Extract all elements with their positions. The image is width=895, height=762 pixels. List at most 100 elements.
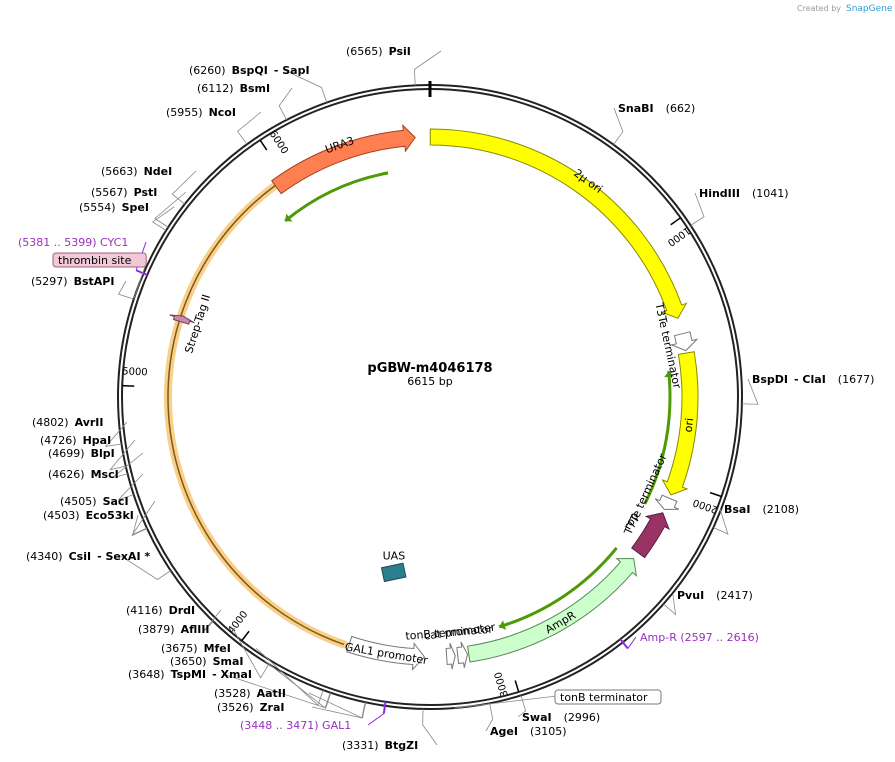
primer-label-1[interactable]: Amp-R (2597 .. 2616)	[640, 631, 759, 644]
site-leader-drdi	[201, 609, 222, 634]
site-extra: - ClaI	[794, 373, 826, 386]
feature-strep-tag-ii[interactable]	[169, 314, 195, 325]
feature-2-ori[interactable]	[429, 128, 688, 319]
feature-gal1-promoter[interactable]	[346, 635, 426, 671]
feature-t7te-terminator[interactable]	[654, 494, 680, 511]
feature-ori[interactable]	[661, 351, 699, 496]
site-bspqi[interactable]: (6260)BspQI- SapI	[189, 64, 310, 77]
site-name: CsiI	[69, 550, 91, 563]
site-leader-psti	[154, 191, 187, 228]
site-mfei[interactable]: (3675)MfeI	[161, 642, 231, 655]
feature-label-ori: ori	[682, 417, 696, 433]
boxed-label-thrombin-site[interactable]: thrombin site	[58, 254, 132, 267]
site-pos: (1677)	[838, 373, 875, 386]
site-eco53ki[interactable]: (4503)Eco53kI	[43, 509, 134, 522]
site-leader-bstapi	[117, 280, 134, 300]
site-leader-psii	[414, 50, 442, 86]
site-ndei[interactable]: (5663)NdeI	[101, 165, 172, 178]
site-psii[interactable]: (6565)PsiI	[346, 45, 411, 58]
snapgene-logo-text: SnapGene	[846, 4, 893, 14]
tick-2000	[709, 491, 722, 498]
tick-label-6000: 6000	[267, 129, 290, 156]
site-swai[interactable]: SwaI(2996)	[522, 711, 600, 724]
site-hindiii[interactable]: HindIII(1041)	[699, 187, 789, 200]
site-name: Eco53kI	[86, 509, 134, 522]
site-bsmi[interactable]: (6112)BsmI	[197, 82, 270, 95]
site-aatii[interactable]: (3528)AatII	[214, 687, 286, 700]
feature-highlights	[164, 137, 377, 649]
site-psti[interactable]: (5567)PstI	[91, 186, 157, 199]
site-zrai[interactable]: (3526)ZraI	[217, 701, 285, 714]
site-pos: (2996)	[564, 711, 601, 724]
site-pos: (662)	[666, 102, 696, 115]
site-drdi[interactable]: (4116)DrdI	[126, 604, 195, 617]
site-saci[interactable]: (4505)SacI	[60, 495, 129, 508]
primer-label-0[interactable]: (5381 .. 5399) CYC1	[18, 236, 128, 249]
site-afliii[interactable]: (3879) AflIII	[138, 623, 210, 636]
highlight-arc-0	[164, 137, 377, 649]
boxed-label-bg-tonb-terminator	[554, 689, 662, 705]
feature-ura3[interactable]	[271, 124, 416, 195]
site-leader-eco53ki	[131, 514, 148, 537]
feature-t3te-terminator[interactable]	[669, 331, 699, 352]
site-name: ZraI	[260, 701, 285, 714]
tick-3000	[514, 680, 520, 693]
site-leader-agei	[485, 703, 494, 732]
site-ncoi[interactable]: (5955) NcoI	[166, 106, 236, 119]
primer-mark-2	[382, 701, 387, 714]
primer-label-2[interactable]: (3448 .. 3471) GAL1	[240, 719, 351, 732]
site-pvui[interactable]: PvuI(2417)	[677, 589, 753, 602]
uas-label: UAS	[383, 549, 406, 562]
site-pos: (3650)	[170, 655, 207, 668]
site-pos: (1041)	[752, 187, 789, 200]
site-hpai[interactable]: (4726)HpaI	[40, 434, 111, 447]
site-name: BspDI	[752, 373, 788, 386]
boxed-label-tonb-terminator[interactable]: tonB terminator	[560, 691, 648, 704]
site-name: BstAPI	[74, 275, 115, 288]
site-msci[interactable]: (4626)MscI	[48, 468, 119, 481]
created-by-text: Created by	[797, 4, 841, 13]
plasmid-length: 6615 bp	[407, 375, 452, 388]
plasmid-name: pGBW-m4046178	[367, 361, 492, 376]
feature-ampr[interactable]	[466, 558, 638, 663]
site-extra: - XmaI	[212, 668, 252, 681]
site-snabi[interactable]: SnaBI(662)	[618, 102, 695, 115]
site-blpi[interactable]: (4699)BlpI	[48, 447, 115, 460]
site-pos: (3879)	[138, 623, 175, 636]
feature-rop[interactable]	[631, 512, 670, 559]
site-btgzi[interactable]: (3331)BtgZI	[342, 739, 418, 752]
site-smai[interactable]: (3650)SmaI	[170, 655, 243, 668]
feature-tonb-terminator[interactable]	[445, 642, 456, 670]
site-pos: (2108)	[762, 503, 799, 516]
site-bspdi[interactable]: BspDI - ClaI (1677)	[752, 373, 874, 386]
tick-label-5000: 5000	[122, 366, 148, 378]
tick-6000	[259, 139, 268, 151]
site-pos: (4505)	[60, 495, 97, 508]
site-pos: (4699)	[48, 447, 85, 460]
uas-box[interactable]	[380, 562, 407, 583]
site-bstapi[interactable]: (5297)BstAPI	[31, 275, 114, 288]
site-name: AvrII	[75, 416, 104, 429]
feature-cat-promoter[interactable]	[456, 641, 469, 668]
site-agei[interactable]: AgeI(3105)	[490, 725, 567, 738]
site-leader-bspqi	[283, 69, 328, 103]
site-labels: (6565)PsiI (6260)BspQI- SapI (6112)BsmI (59…	[18, 45, 874, 752]
site-name: PsiI	[389, 45, 411, 58]
site-csii[interactable]: (4340)CsiI- SexAI *	[26, 550, 150, 563]
site-pos: (5955)	[166, 106, 203, 119]
site-extra: - SexAI *	[97, 550, 150, 563]
site-leader-bspdi	[741, 378, 759, 405]
site-leader-blpi	[111, 452, 144, 479]
boxed-leader-0	[133, 262, 147, 299]
site-bsai[interactable]: BsaI (2108)	[724, 503, 799, 516]
site-leader-tspmi	[222, 673, 332, 709]
site-name: NcoI	[209, 106, 236, 119]
site-leader-msci	[118, 473, 144, 501]
site-avrii[interactable]: (4802)AvrII	[32, 416, 103, 429]
site-name: BsaI	[724, 503, 750, 516]
site-tspmi[interactable]: (3648)TspMI- XmaI	[128, 668, 252, 681]
site-spei[interactable]: (5554)SpeI	[79, 201, 149, 214]
site-name: BspQI	[232, 64, 268, 77]
site-pos: (2417)	[716, 589, 753, 602]
site-name: AflIII	[181, 623, 210, 636]
